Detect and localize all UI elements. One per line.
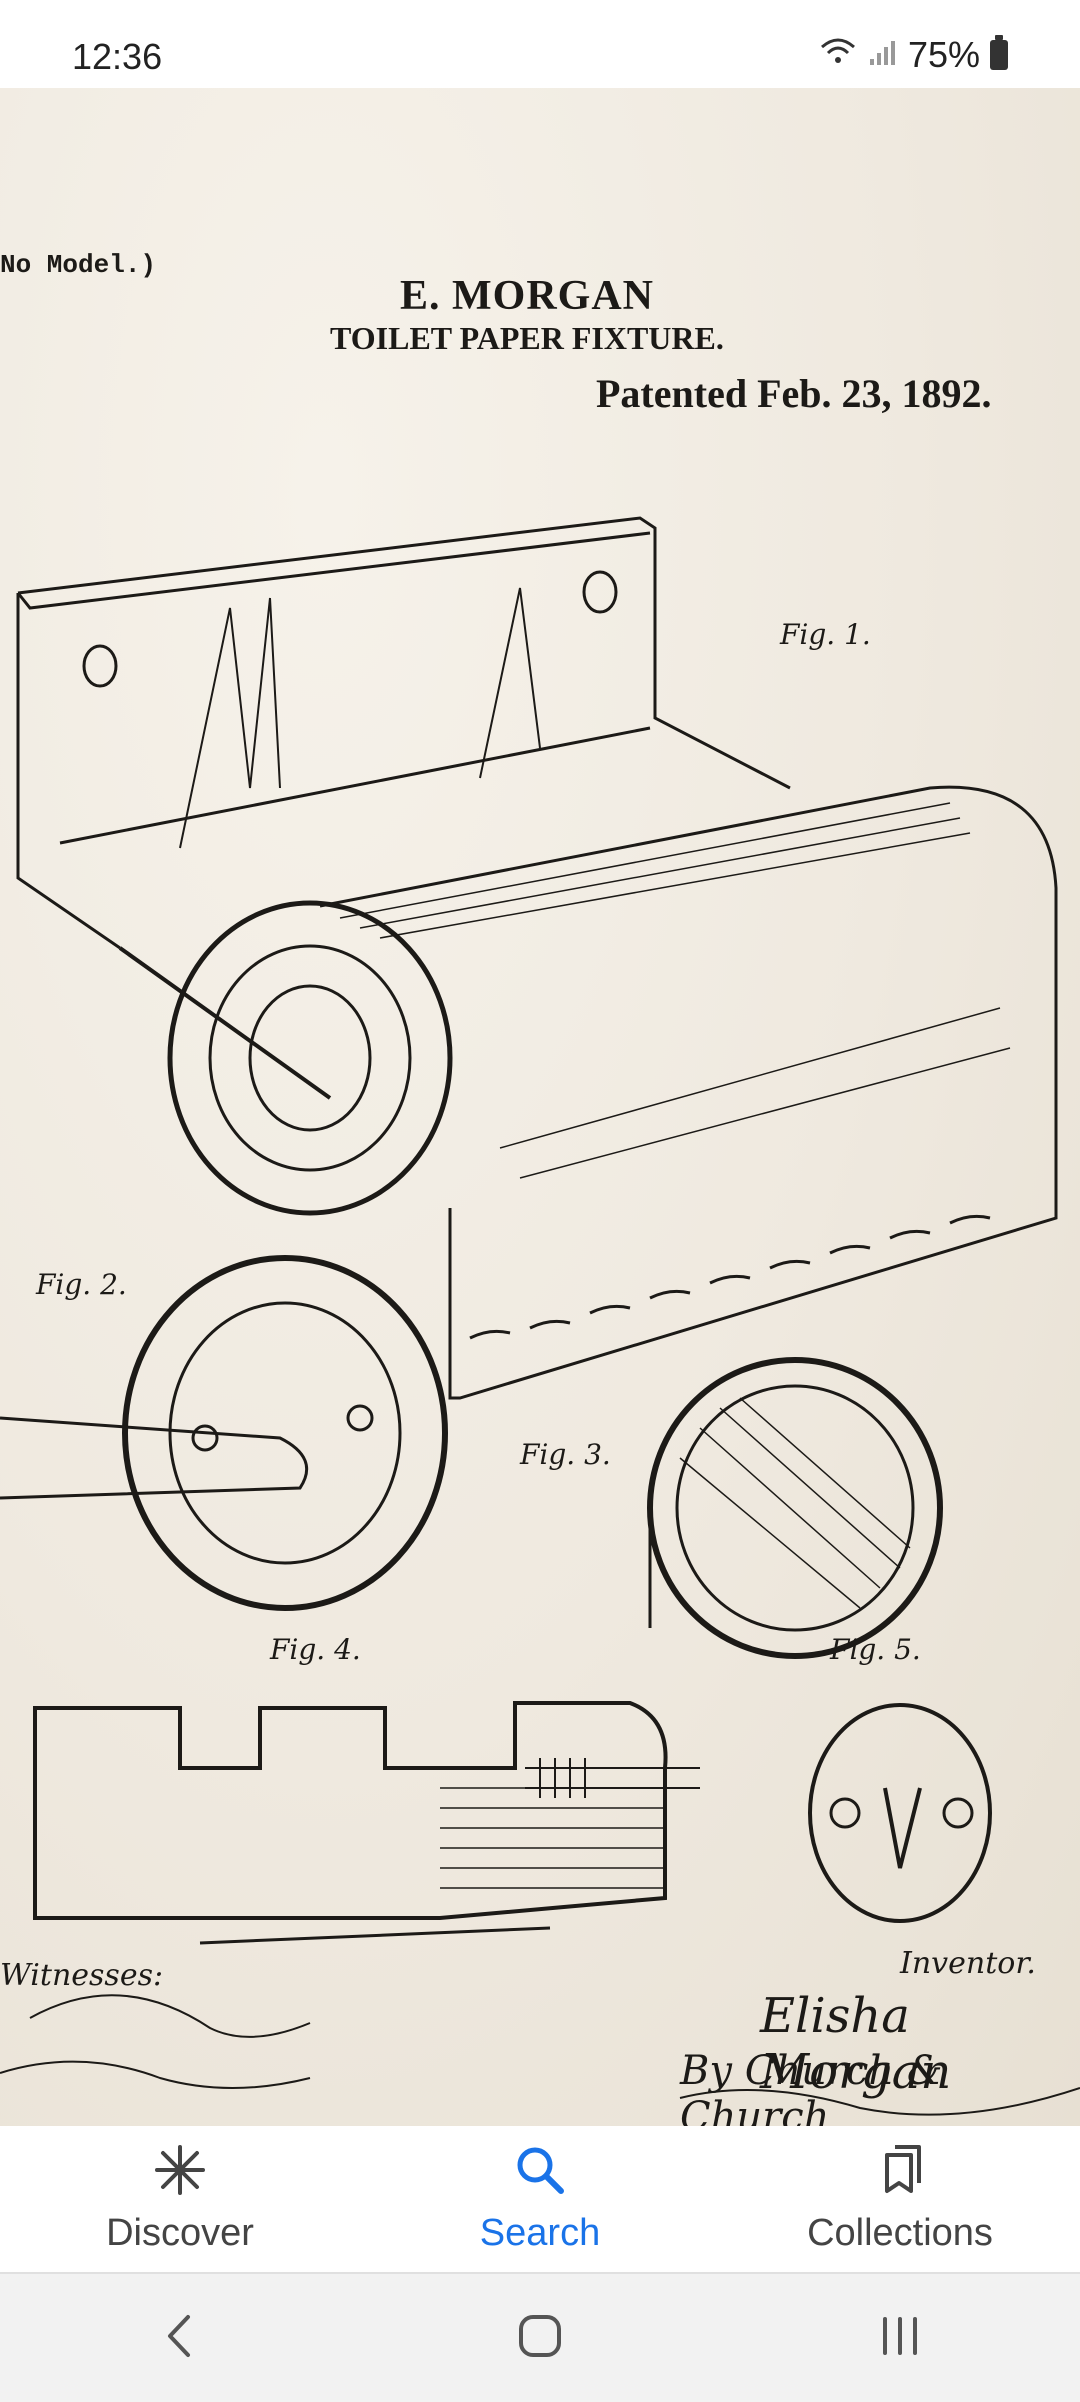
signal-icon	[868, 34, 898, 76]
witnesses-label: Witnesses:	[0, 1958, 164, 1993]
patent-no-model-label: No Model.)	[0, 250, 157, 280]
patent-image[interactable]: No Model.) E. MORGAN TOILET PAPER FIXTUR…	[0, 88, 1080, 2126]
fig-1-label: Fig. 1.	[780, 618, 871, 651]
status-icons: 75%	[818, 34, 1008, 76]
patent-title: TOILET PAPER FIXTURE.	[330, 320, 724, 356]
fig-5-label: Fig. 5.	[830, 1633, 921, 1666]
status-time: 12:36	[72, 36, 163, 77]
nav-discover-label: Discover	[106, 2212, 254, 2254]
status-bar: 12:36 75%	[0, 0, 1080, 88]
inventor-signature: Elisha Morgan	[760, 1988, 952, 2100]
asterisk-icon	[153, 2143, 207, 2202]
search-icon	[513, 2143, 567, 2202]
patent-date: Patented Feb. 23, 1892.	[596, 371, 992, 416]
patent-inventor-header: E. MORGAN	[400, 273, 654, 319]
nav-search[interactable]: Search	[360, 2126, 720, 2272]
battery-icon	[990, 35, 1008, 70]
recents-button[interactable]	[840, 2298, 960, 2378]
fig-3-label: Fig. 3.	[520, 1438, 611, 1471]
recents-icon	[875, 2311, 925, 2366]
fig-2-label: Fig. 2.	[36, 1268, 127, 1301]
nav-collections-label: Collections	[807, 2212, 993, 2254]
nav-collections[interactable]: Collections	[720, 2126, 1080, 2272]
back-icon	[160, 2311, 200, 2366]
bottom-navigation: Discover Search Collections	[0, 2126, 1080, 2272]
home-button[interactable]	[480, 2298, 600, 2378]
system-navigation-bar	[0, 2272, 1080, 2402]
back-button[interactable]	[120, 2298, 240, 2378]
fig-4-label: Fig. 4.	[270, 1633, 361, 1666]
attorney-signature: By Church & Church	[680, 2048, 943, 2126]
nav-search-label: Search	[479, 2212, 601, 2254]
collections-icon	[873, 2143, 927, 2202]
patent-drawing	[0, 516, 1080, 2116]
home-icon	[515, 2311, 565, 2366]
inventor-label: Inventor.	[900, 1946, 1036, 1981]
battery-percent: 75%	[907, 34, 980, 75]
nav-discover[interactable]: Discover	[0, 2126, 360, 2272]
wifi-icon	[818, 34, 858, 76]
